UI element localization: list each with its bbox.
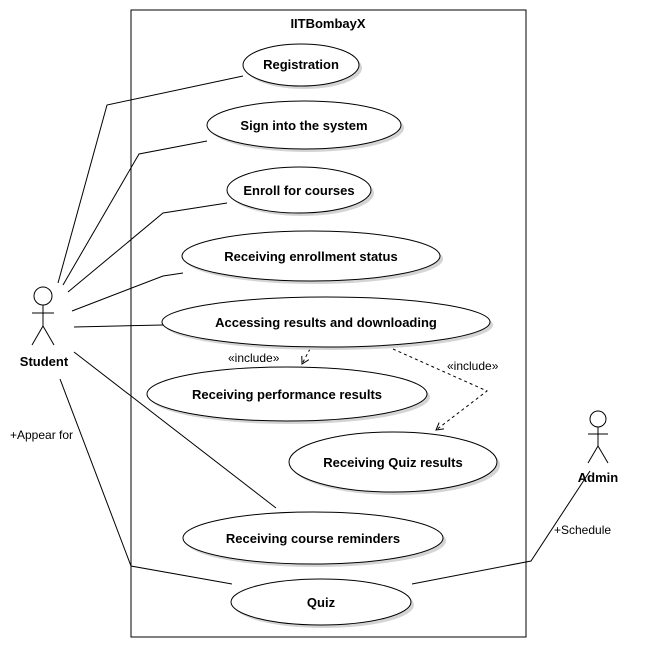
association-accessing-results (73, 324, 164, 328)
use-case-performance-results[interactable]: Receiving performance results (146, 366, 430, 424)
use-case-label: Accessing results and downloading (215, 315, 437, 330)
stick-figure-icon (31, 286, 55, 346)
use-case-enroll[interactable]: Enroll for courses (226, 166, 374, 216)
include-performance-arrow (301, 348, 311, 365)
use-case-label: Enroll for courses (243, 183, 354, 198)
use-case-sign-in[interactable]: Sign into the system (206, 100, 404, 152)
associations (57, 75, 591, 585)
use-case-label: Quiz (307, 595, 336, 610)
actor-name-admin: Admin (578, 470, 619, 485)
use-case-label: Receiving enrollment status (224, 249, 397, 264)
association-registration (57, 75, 244, 284)
actor-admin[interactable]: Admin (578, 410, 619, 485)
include-quiz-arrow (392, 348, 488, 431)
include-label-1: «include» (228, 351, 280, 365)
role-label-appear-for: +Appear for (10, 428, 73, 442)
include-dependencies: «include» «include» (228, 348, 499, 431)
use-case-label: Receiving course reminders (226, 531, 400, 546)
use-case-registration[interactable]: Registration (242, 43, 362, 89)
use-case-accessing-results[interactable]: Accessing results and downloading (161, 296, 493, 350)
use-case-quiz-results[interactable]: Receiving Quiz results (288, 431, 500, 495)
association-enrollment-status (71, 272, 184, 312)
role-label-schedule: +Schedule (554, 523, 611, 537)
actor-name-student: Student (20, 354, 69, 369)
include-label-2: «include» (447, 359, 499, 373)
use-case-label: Registration (263, 57, 339, 72)
use-case-quiz[interactable]: Quiz (230, 578, 414, 628)
use-case-label: Receiving performance results (192, 387, 382, 402)
association-sign-in (62, 140, 208, 286)
association-quiz-student (59, 378, 233, 585)
association-enroll (67, 202, 228, 293)
stick-figure-icon (587, 410, 609, 464)
association-course-reminders (73, 351, 277, 509)
association-quiz-admin (411, 470, 591, 585)
use-case-label: Receiving Quiz results (323, 455, 462, 470)
system-title: IITBombayX (290, 16, 365, 31)
actor-student[interactable]: Student (20, 286, 69, 369)
use-case-enrollment-status[interactable]: Receiving enrollment status (181, 230, 443, 284)
use-case-label: Sign into the system (240, 118, 367, 133)
use-case-course-reminders[interactable]: Receiving course reminders (182, 511, 446, 567)
